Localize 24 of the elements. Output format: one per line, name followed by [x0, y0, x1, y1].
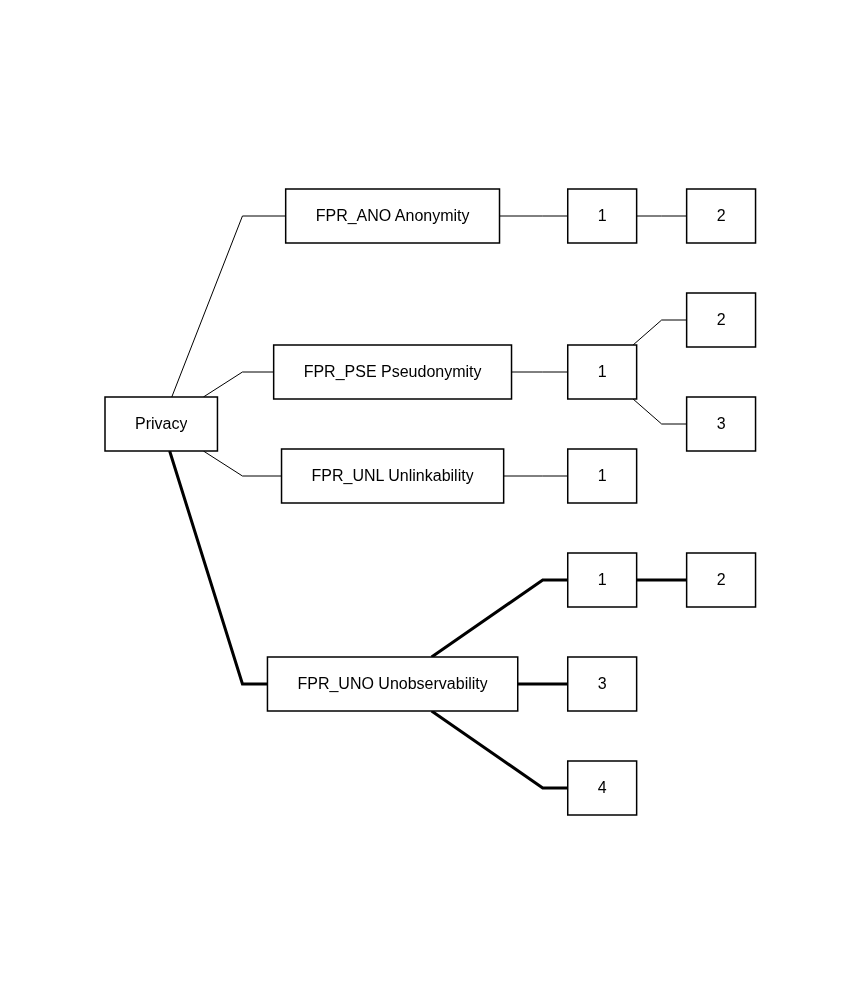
node-box: 3: [566, 655, 638, 712]
connector: [167, 450, 268, 685]
connector: [632, 319, 687, 345]
node-box: FPR_ANO Anonymity: [284, 187, 500, 244]
node-box: 2: [685, 291, 756, 348]
node-box: 1: [566, 187, 638, 244]
node-box: Privacy: [103, 395, 218, 452]
node-box: 1: [566, 343, 638, 400]
node-box: FPR_PSE Pseudonymity: [272, 343, 512, 400]
connector: [171, 215, 286, 397]
connector: [632, 398, 687, 424]
node-box: 3: [685, 395, 756, 452]
connector: [636, 578, 687, 581]
node-box: 1: [566, 551, 638, 608]
node-box: 2: [685, 551, 756, 608]
connector: [430, 578, 568, 658]
node-box: FPR_UNL Unlinkability: [280, 447, 505, 504]
connector: [430, 709, 568, 789]
node-box: 1: [566, 447, 638, 504]
node-box: FPR_UNO Unobservability: [266, 655, 519, 712]
connector: [202, 450, 282, 476]
connector: [517, 682, 568, 685]
node-box: 2: [685, 187, 756, 244]
node-box: 4: [566, 759, 638, 816]
